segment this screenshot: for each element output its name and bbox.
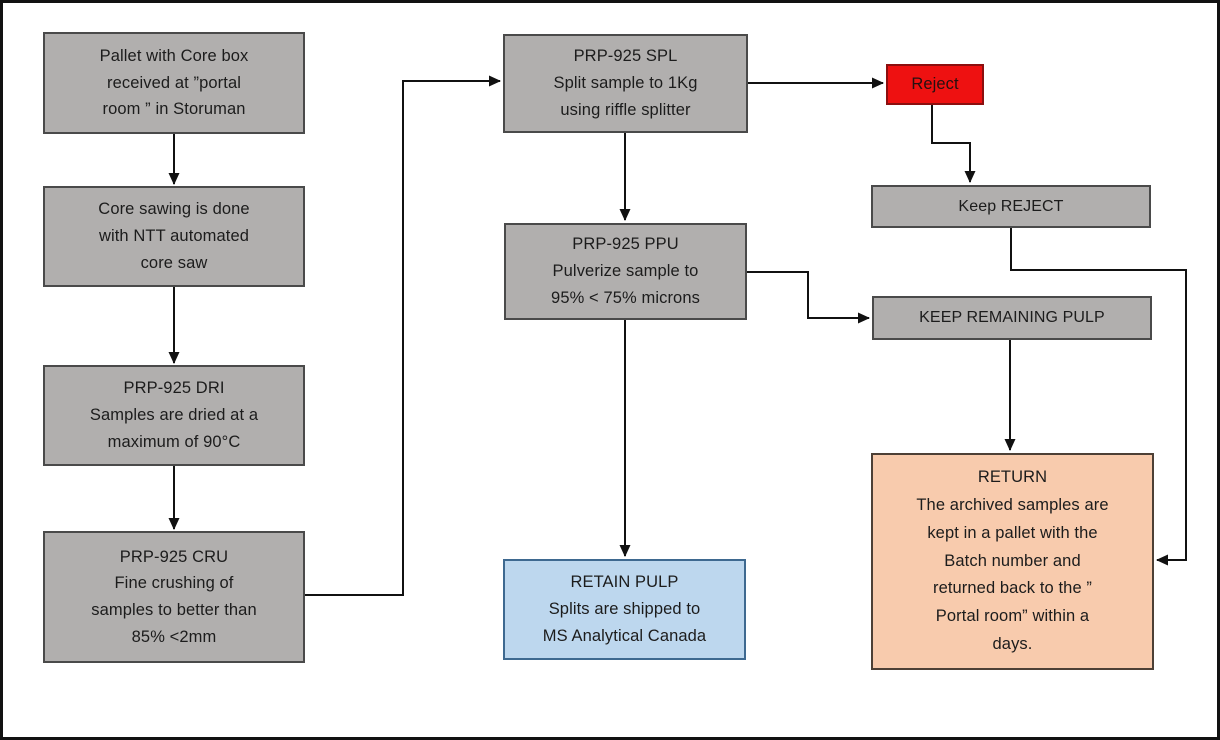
- node-reject: Reject: [886, 64, 984, 105]
- node-retain-pulp: RETAIN PULP Splits are shipped to MS Ana…: [503, 559, 746, 660]
- node-return: RETURN The archived samples are kept in …: [871, 453, 1154, 670]
- connector-crushing-to-splitting: [305, 75, 501, 596]
- node-splitting: PRP-925 SPL Split sample to 1Kg using ri…: [503, 34, 748, 133]
- connector-reject-to-keep-reject: [931, 105, 976, 183]
- node-pallet-received: Pallet with Core box received at ”portal…: [43, 32, 305, 134]
- node-keep-reject: Keep REJECT: [871, 185, 1151, 228]
- node-crushing: PRP-925 CRU Fine crushing of samples to …: [43, 531, 305, 663]
- node-pulverizing: PRP-925 PPU Pulverize sample to 95% < 75…: [504, 223, 747, 320]
- connector-pulverizing-to-keep-remaining-pulp: [747, 271, 870, 324]
- node-keep-remaining-pulp: KEEP REMAINING PULP: [872, 296, 1152, 340]
- node-core-sawing: Core sawing is done with NTT automated c…: [43, 186, 305, 287]
- node-drying: PRP-925 DRI Samples are dried at a maxim…: [43, 365, 305, 466]
